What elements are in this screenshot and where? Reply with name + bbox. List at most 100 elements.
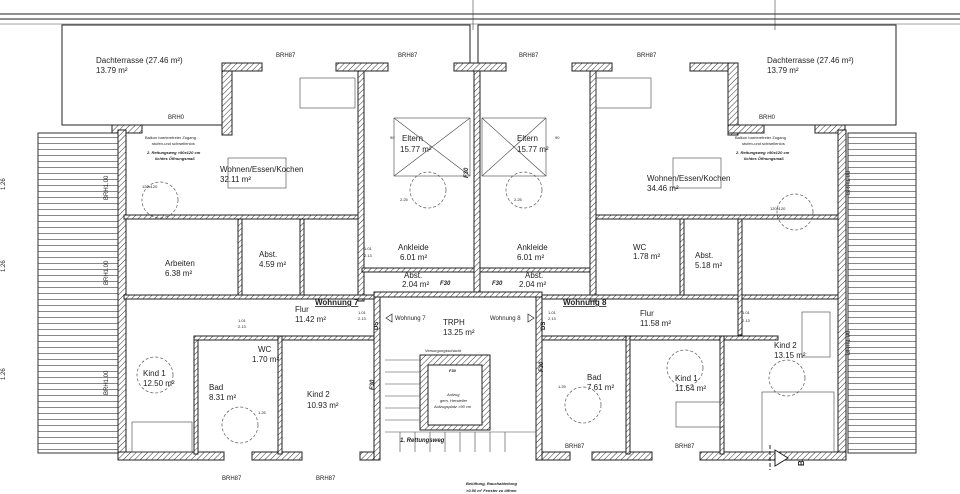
svg-text:Balkon barrierefreier Zugang: Balkon barrierefreier Zugang: [735, 135, 786, 140]
unit-label-right: Wohnung 8: [563, 298, 607, 307]
svg-text:1.70 m²: 1.70 m²: [252, 355, 279, 364]
svg-text:Wohnung 8: Wohnung 8: [490, 316, 521, 322]
svg-text:lichtes Öffnungsmaß: lichtes Öffnungsmaß: [744, 156, 784, 161]
unit-label-left: Wohnung 7: [315, 298, 359, 307]
svg-text:7.61 m²: 7.61 m²: [587, 383, 614, 392]
stair-label: TRPH: [443, 318, 465, 327]
svg-text:B: B: [797, 460, 806, 466]
svg-text:>0.50 m² Fenster zu öffnen: >0.50 m² Fenster zu öffnen: [466, 488, 517, 493]
svg-text:2.13: 2.13: [742, 318, 751, 323]
terrace-right-label: Dachterrasse (27.46 m²): [767, 56, 854, 65]
svg-text:1.25: 1.25: [558, 384, 567, 389]
room-dressing-right: Ankleide: [517, 243, 548, 252]
room-bath-right: Bad: [587, 373, 601, 382]
section-marker: B: [769, 445, 806, 470]
svg-text:90: 90: [555, 135, 560, 140]
svg-text:BRH87: BRH87: [675, 444, 695, 450]
svg-text:2. Rettungsweg >90x120 cm: 2. Rettungsweg >90x120 cm: [735, 150, 790, 155]
svg-text:90: 90: [390, 135, 395, 140]
svg-text:Abst.: Abst.: [695, 251, 713, 260]
room-child1-left: Kind 1: [143, 369, 166, 378]
svg-text:15.77 m²: 15.77 m²: [400, 145, 432, 154]
svg-text:Versorgungsschacht: Versorgungsschacht: [425, 348, 462, 353]
svg-text:WC: WC: [258, 345, 272, 354]
svg-text:F30: F30: [492, 281, 503, 287]
svg-text:13.79 m²: 13.79 m²: [96, 66, 128, 75]
room-hall-left: Flur: [295, 305, 309, 314]
svg-text:11.64 m²: 11.64 m²: [675, 384, 706, 393]
svg-text:DS: DS: [541, 322, 547, 330]
svg-text:Abst.: Abst.: [404, 271, 422, 280]
svg-text:15.77 m²: 15.77 m²: [517, 145, 549, 154]
svg-text:1.26: 1.26: [1, 260, 7, 272]
svg-text:2.25: 2.25: [400, 197, 409, 202]
svg-text:1.01: 1.01: [742, 310, 751, 315]
svg-text:BRH87: BRH87: [398, 53, 418, 59]
walls: [111, 62, 847, 461]
svg-text:120x120: 120x120: [142, 184, 158, 189]
svg-text:BRH87: BRH87: [519, 53, 539, 59]
room-bath-left: Bad: [209, 383, 223, 392]
svg-text:BRH87: BRH87: [222, 476, 242, 482]
svg-text:1.01: 1.01: [364, 246, 373, 251]
ventilation-note: Belüftung, Rauchableitung: [466, 481, 517, 486]
svg-text:12.50 m²: 12.50 m²: [143, 379, 175, 388]
svg-text:BRH87: BRH87: [637, 53, 657, 59]
svg-text:1.26: 1.26: [1, 368, 7, 380]
deck-right: [847, 132, 917, 454]
svg-text:2.25: 2.25: [514, 197, 523, 202]
svg-text:F30: F30: [440, 281, 451, 287]
svg-text:Wohnung 7: Wohnung 7: [395, 316, 426, 322]
svg-text:BRH87: BRH87: [316, 476, 336, 482]
svg-text:1.01: 1.01: [358, 310, 367, 315]
svg-text:120x120: 120x120: [770, 206, 786, 211]
svg-text:F30: F30: [539, 361, 545, 372]
svg-text:WC: WC: [633, 243, 647, 252]
svg-text:Aufzug: Aufzug: [446, 392, 460, 397]
svg-text:2.13: 2.13: [238, 324, 247, 329]
svg-text:13.79 m²: 13.79 m²: [767, 66, 799, 75]
svg-text:F30: F30: [464, 167, 470, 178]
terrace-left-label: Dachterrasse (27.46 m²): [96, 56, 183, 65]
svg-text:2. Rettungsweg >90x120 cm: 2. Rettungsweg >90x120 cm: [146, 150, 201, 155]
svg-text:11.58 m²: 11.58 m²: [640, 319, 671, 328]
svg-text:BRH0: BRH0: [168, 115, 185, 121]
svg-text:2.13: 2.13: [548, 316, 557, 321]
svg-text:BRH87: BRH87: [276, 53, 296, 59]
svg-text:BRH1.00: BRH1.00: [846, 170, 852, 195]
escape-route-label: 1. Rettungsweg: [400, 438, 445, 444]
svg-text:BRH1.00: BRH1.00: [104, 370, 110, 395]
svg-text:1.25: 1.25: [258, 410, 267, 415]
svg-text:Balkon barrierefreier Zugang: Balkon barrierefreier Zugang: [145, 135, 196, 140]
svg-text:stufen-und schwellenlos: stufen-und schwellenlos: [152, 141, 195, 146]
room-parents-left: Eltern: [402, 134, 423, 143]
svg-text:F30: F30: [370, 379, 376, 390]
svg-text:6.01 m²: 6.01 m²: [400, 253, 427, 262]
room-child1-right: Kind 1: [675, 374, 698, 383]
svg-text:11.42 m²: 11.42 m²: [295, 315, 326, 324]
room-work: Arbeiten: [165, 259, 195, 268]
room-hall-right: Flur: [640, 309, 654, 318]
room-child2-right: Kind 2: [774, 341, 797, 350]
svg-text:1.26: 1.26: [1, 178, 7, 190]
room-dressing-left: Ankleide: [398, 243, 429, 252]
svg-text:34.46 m²: 34.46 m²: [647, 184, 679, 193]
svg-text:13.25 m²: 13.25 m²: [443, 328, 475, 337]
room-parents-right: Eltern: [517, 134, 538, 143]
room-child2-left: Kind 2: [307, 390, 330, 399]
svg-text:2.04 m²: 2.04 m²: [402, 280, 429, 289]
svg-text:stufen-und schwellenlos: stufen-und schwellenlos: [742, 141, 785, 146]
svg-text:BRH1.00: BRH1.00: [104, 260, 110, 285]
svg-text:2.13: 2.13: [364, 253, 373, 258]
svg-text:1.78 m²: 1.78 m²: [633, 252, 660, 261]
svg-text:lichtes Öffnungsmaß: lichtes Öffnungsmaß: [155, 156, 195, 161]
labels: Dachterrasse (27.46 m²) 13.79 m² Dachter…: [1, 53, 854, 493]
svg-text:4.59 m²: 4.59 m²: [259, 260, 286, 269]
svg-text:gem. Hersteller: gem. Hersteller: [440, 398, 468, 403]
svg-text:Abst.: Abst.: [525, 271, 543, 280]
room-living-right: Wohnen/Essen/Kochen: [647, 174, 730, 183]
svg-text:Aufzugsplatz >90 cm: Aufzugsplatz >90 cm: [433, 404, 472, 409]
svg-text:10.93 m²: 10.93 m²: [307, 401, 339, 410]
svg-text:1.01: 1.01: [548, 310, 557, 315]
svg-text:F30: F30: [449, 368, 457, 373]
